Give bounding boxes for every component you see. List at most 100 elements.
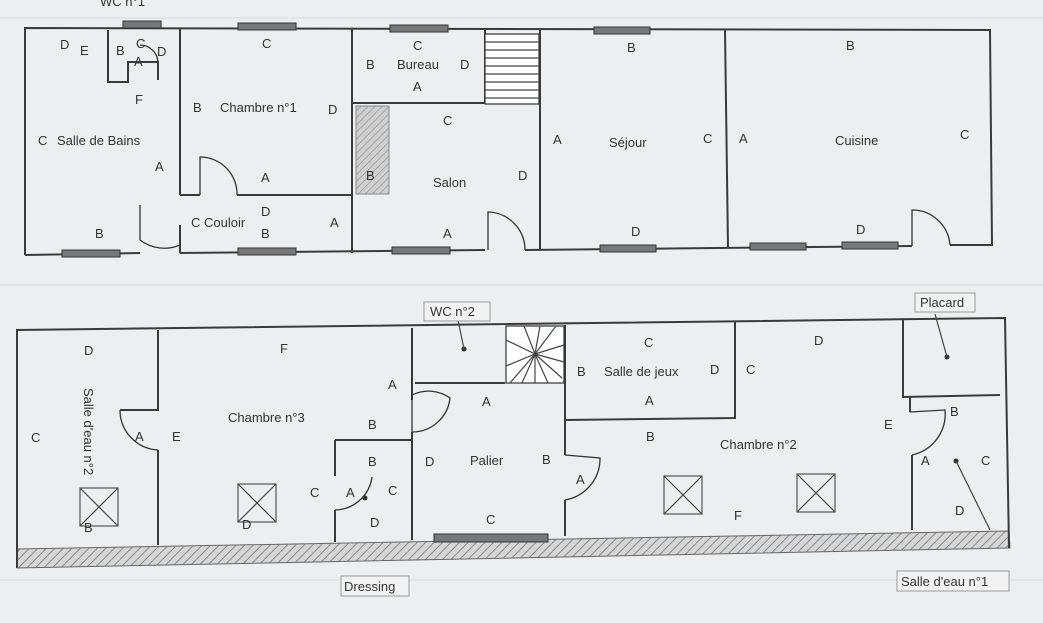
salon-letter-b: B — [366, 168, 375, 183]
salon-letter-a: A — [443, 226, 452, 241]
upper-floor: WC n°1 Salle de Bains Chambre n°1 Couloi… — [24, 0, 994, 258]
salon-letter-d: D — [518, 168, 527, 183]
sejour-letter-d: D — [631, 224, 640, 239]
couloir-letter-a: A — [330, 215, 339, 230]
salon-label: Salon — [433, 175, 466, 190]
wall-letters-lower: D C A B F E D B B C A C D A A D B C A C … — [31, 333, 990, 535]
wc1-letter-f: F — [135, 92, 143, 107]
sdb-letter-a: A — [155, 159, 164, 174]
wc1-tag: WC n°1 — [100, 0, 145, 9]
se2-letter-a: A — [135, 429, 144, 444]
sejour-letter-b: B — [627, 40, 636, 55]
wc1-letter-d2: D — [157, 44, 166, 59]
staircase-lower — [505, 325, 565, 384]
jeux-letter-d: D — [710, 362, 719, 377]
wc1-letter-a: A — [134, 54, 143, 69]
sejour-letter-a: A — [553, 132, 562, 147]
couloir-letter-b: B — [261, 226, 270, 241]
skylights — [79, 473, 836, 527]
bureau-letter-b: B — [366, 57, 375, 72]
bureau-letter-c: C — [413, 38, 422, 53]
se1-letter-c: C — [981, 453, 990, 468]
se2-letter-c: C — [31, 430, 40, 445]
staircase-upper — [484, 33, 540, 105]
placard-tag: Placard — [920, 295, 964, 310]
se2-letter-d: D — [84, 343, 93, 358]
ch1-letter-b: B — [193, 100, 202, 115]
wall-letters-upper: D E B C D A F C A B C B D A C D B A C B … — [38, 36, 969, 241]
ch3-letter-f: F — [280, 341, 288, 356]
dressing-letter-b2: B — [368, 454, 377, 469]
bureau-letter-d: D — [460, 57, 469, 72]
salle-de-bains-label: Salle de Bains — [57, 133, 141, 148]
ch1-letter-d: D — [328, 102, 337, 117]
lower-floor: WC n°2 Placard Dressing Salle d'eau n°1 … — [16, 292, 1011, 597]
salle-eau1-tag: Salle d'eau n°1 — [901, 574, 988, 589]
couloir-letter-d: D — [261, 204, 270, 219]
palier-letter-c: C — [486, 512, 495, 527]
palier-letter-d: D — [425, 454, 434, 469]
palier-letter-a1: A — [388, 377, 397, 392]
ch2-letter-c: C — [746, 362, 755, 377]
ch1-letter-a: A — [261, 170, 270, 185]
dressing-tag: Dressing — [344, 579, 395, 594]
jeux-letter-b: B — [577, 364, 586, 379]
jeux-letter-c: C — [644, 335, 653, 350]
palier-letter-a3: A — [576, 472, 585, 487]
hatched-column — [355, 105, 390, 195]
cuisine-letter-a: A — [739, 131, 748, 146]
ch2-letter-d: D — [814, 333, 823, 348]
ch2-letter-e: E — [884, 417, 893, 432]
window-palier — [433, 533, 549, 543]
salon-letter-c: C — [443, 113, 452, 128]
se1-letter-d: D — [955, 503, 964, 518]
palier-letter-a2: A — [482, 394, 491, 409]
palier-letter-b: B — [542, 452, 551, 467]
sdb-letter-c: C — [38, 133, 47, 148]
jeux-letter-a: A — [645, 393, 654, 408]
wc1-letter-b: B — [116, 43, 125, 58]
sdb-letter-b: B — [95, 226, 104, 241]
se2-letter-b: B — [84, 520, 93, 535]
ch2-letter-f: F — [734, 508, 742, 523]
ch1-letter-c: C — [262, 36, 271, 51]
cuisine-letter-b: B — [846, 38, 855, 53]
chambre3-label: Chambre n°3 — [228, 410, 305, 425]
wc2-tag: WC n°2 — [430, 304, 475, 319]
wc1-letter-e: E — [80, 43, 89, 58]
chambre1-label: Chambre n°1 — [220, 100, 297, 115]
doors-lower — [119, 390, 946, 511]
ch3-letter-e: E — [172, 429, 181, 444]
dressing-letter-b1: B — [368, 417, 377, 432]
couloir-label: Couloir — [204, 215, 246, 230]
se1-letter-b: B — [950, 404, 959, 419]
dressing-letter-d: D — [370, 515, 379, 530]
salle-jeux-label: Salle de jeux — [604, 364, 679, 379]
se1-letter-a: A — [921, 453, 930, 468]
chambre2-label: Chambre n°2 — [720, 437, 797, 452]
doors-upper — [139, 44, 951, 251]
paper-grid — [0, 17, 1043, 581]
tags-lower: WC n°2 Placard Dressing Salle d'eau n°1 — [340, 292, 1010, 597]
sejour-letter-c: C — [703, 131, 712, 146]
cuisine-letter-d: D — [856, 222, 865, 237]
room-labels-lower: Salle d'eau n°2 Chambre n°3 Palier Salle… — [81, 364, 797, 475]
dressing-letter-c2: C — [388, 483, 397, 498]
dressing-letter-c1: C — [310, 485, 319, 500]
ch2-letter-b: B — [646, 429, 655, 444]
sejour-label: Séjour — [609, 135, 647, 150]
cuisine-label: Cuisine — [835, 133, 878, 148]
palier-label: Palier — [470, 453, 504, 468]
wc1-letter-d: D — [60, 37, 69, 52]
dressing-letter-a: A — [346, 485, 355, 500]
cuisine-letter-c: C — [960, 127, 969, 142]
salle-eau2-label: Salle d'eau n°2 — [81, 388, 96, 475]
bureau-letter-a: A — [413, 79, 422, 94]
ch3-letter-d: D — [242, 517, 251, 532]
bureau-label: Bureau — [397, 57, 439, 72]
couloir-letter-c: C — [191, 215, 200, 230]
wc1-letter-c: C — [136, 36, 145, 51]
room-labels-upper: WC n°1 Salle de Bains Chambre n°1 Couloi… — [57, 0, 878, 230]
windows-upper — [61, 20, 899, 258]
